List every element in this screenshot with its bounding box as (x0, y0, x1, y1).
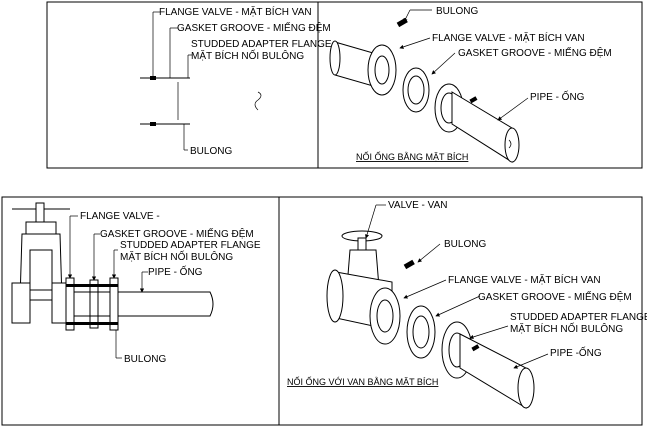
label-pipe: PIPE - ỐNG (530, 89, 585, 103)
pipe-shape (117, 291, 214, 317)
gasket-shape (89, 279, 99, 329)
label-gasket-groove: GASKET GROOVE - MIẾNG ĐỆM (177, 21, 331, 34)
label-flange-valve: FLANGE VALVE - (80, 211, 160, 222)
label-studded-adapter-vn: MẶT BÍCH NỐI BULÔNG (510, 321, 623, 335)
pipe-shape (459, 333, 527, 409)
label-gasket-groove: GASKET GROOVE - MIẾNG ĐỆM (478, 290, 632, 303)
label-bulong: BULONG (436, 6, 478, 17)
label-gasket-groove: GASKET GROOVE - MIẾNG ĐỆM (100, 227, 254, 240)
bolt-top (396, 17, 408, 28)
caption: NỐI ỐNG BẰNG MẶT BÍCH (356, 151, 468, 162)
panel-border (278, 196, 643, 426)
bolt-pipe (469, 96, 478, 104)
caption: NỐI ỐNG VỚI VAN BẰNG MẶT BÍCH (287, 376, 438, 387)
label-studded-adapter: STUDDED ADAPTER FLANGE (191, 39, 332, 50)
label-studded-adapter: STUDDED ADAPTER FLANGE (120, 240, 261, 251)
label-bulong: BULONG (444, 239, 486, 250)
label-flange-valve: FLANGE VALVE - MẶT BÍCH VAN (432, 31, 585, 44)
panel-top-right: BULONG FLANGE VALVE - MẶT BÍCH VAN GASKE… (317, 1, 643, 169)
label-flange-valve: FLANGE VALVE - MẶT BÍCH VAN (159, 5, 312, 18)
label-valve: VALVE - VAN (388, 200, 447, 211)
label-bulong: BULONG (190, 146, 232, 157)
label-pipe: PIPE - ỐNG (148, 264, 203, 278)
panel-bottom-right: VALVE - VAN BULONG FLANGE VALVE - MẶT BÍ… (278, 196, 647, 426)
label-studded-adapter-vn: MẶT BÍCH NỐI BULÔNG (191, 48, 304, 62)
label-pipe: PIPE -ỐNG (550, 345, 602, 359)
label-studded-adapter: STUDDED ADAPTER FLANGE (510, 312, 647, 323)
bolt-pipe (471, 344, 480, 352)
label-bulong: BULONG (124, 354, 166, 365)
panel-top-left: FLANGE VALVE - MẶT BÍCH VAN GASKET GROOV… (46, 1, 332, 169)
bolt-top (403, 259, 415, 270)
label-flange-valve: FLANGE VALVE - MẶT BÍCH VAN (448, 273, 601, 286)
label-studded-adapter-vn: MẶT BÍCH NỐI BULÔNG (120, 249, 233, 263)
label-gasket-groove: GASKET GROOVE - MIẾNG ĐỆM (458, 46, 612, 59)
panel-bottom-left: FLANGE VALVE - GASKET GROOVE - MIẾNG ĐỆM… (1, 196, 280, 426)
panel-border (317, 1, 643, 169)
break-symbol (254, 91, 262, 111)
